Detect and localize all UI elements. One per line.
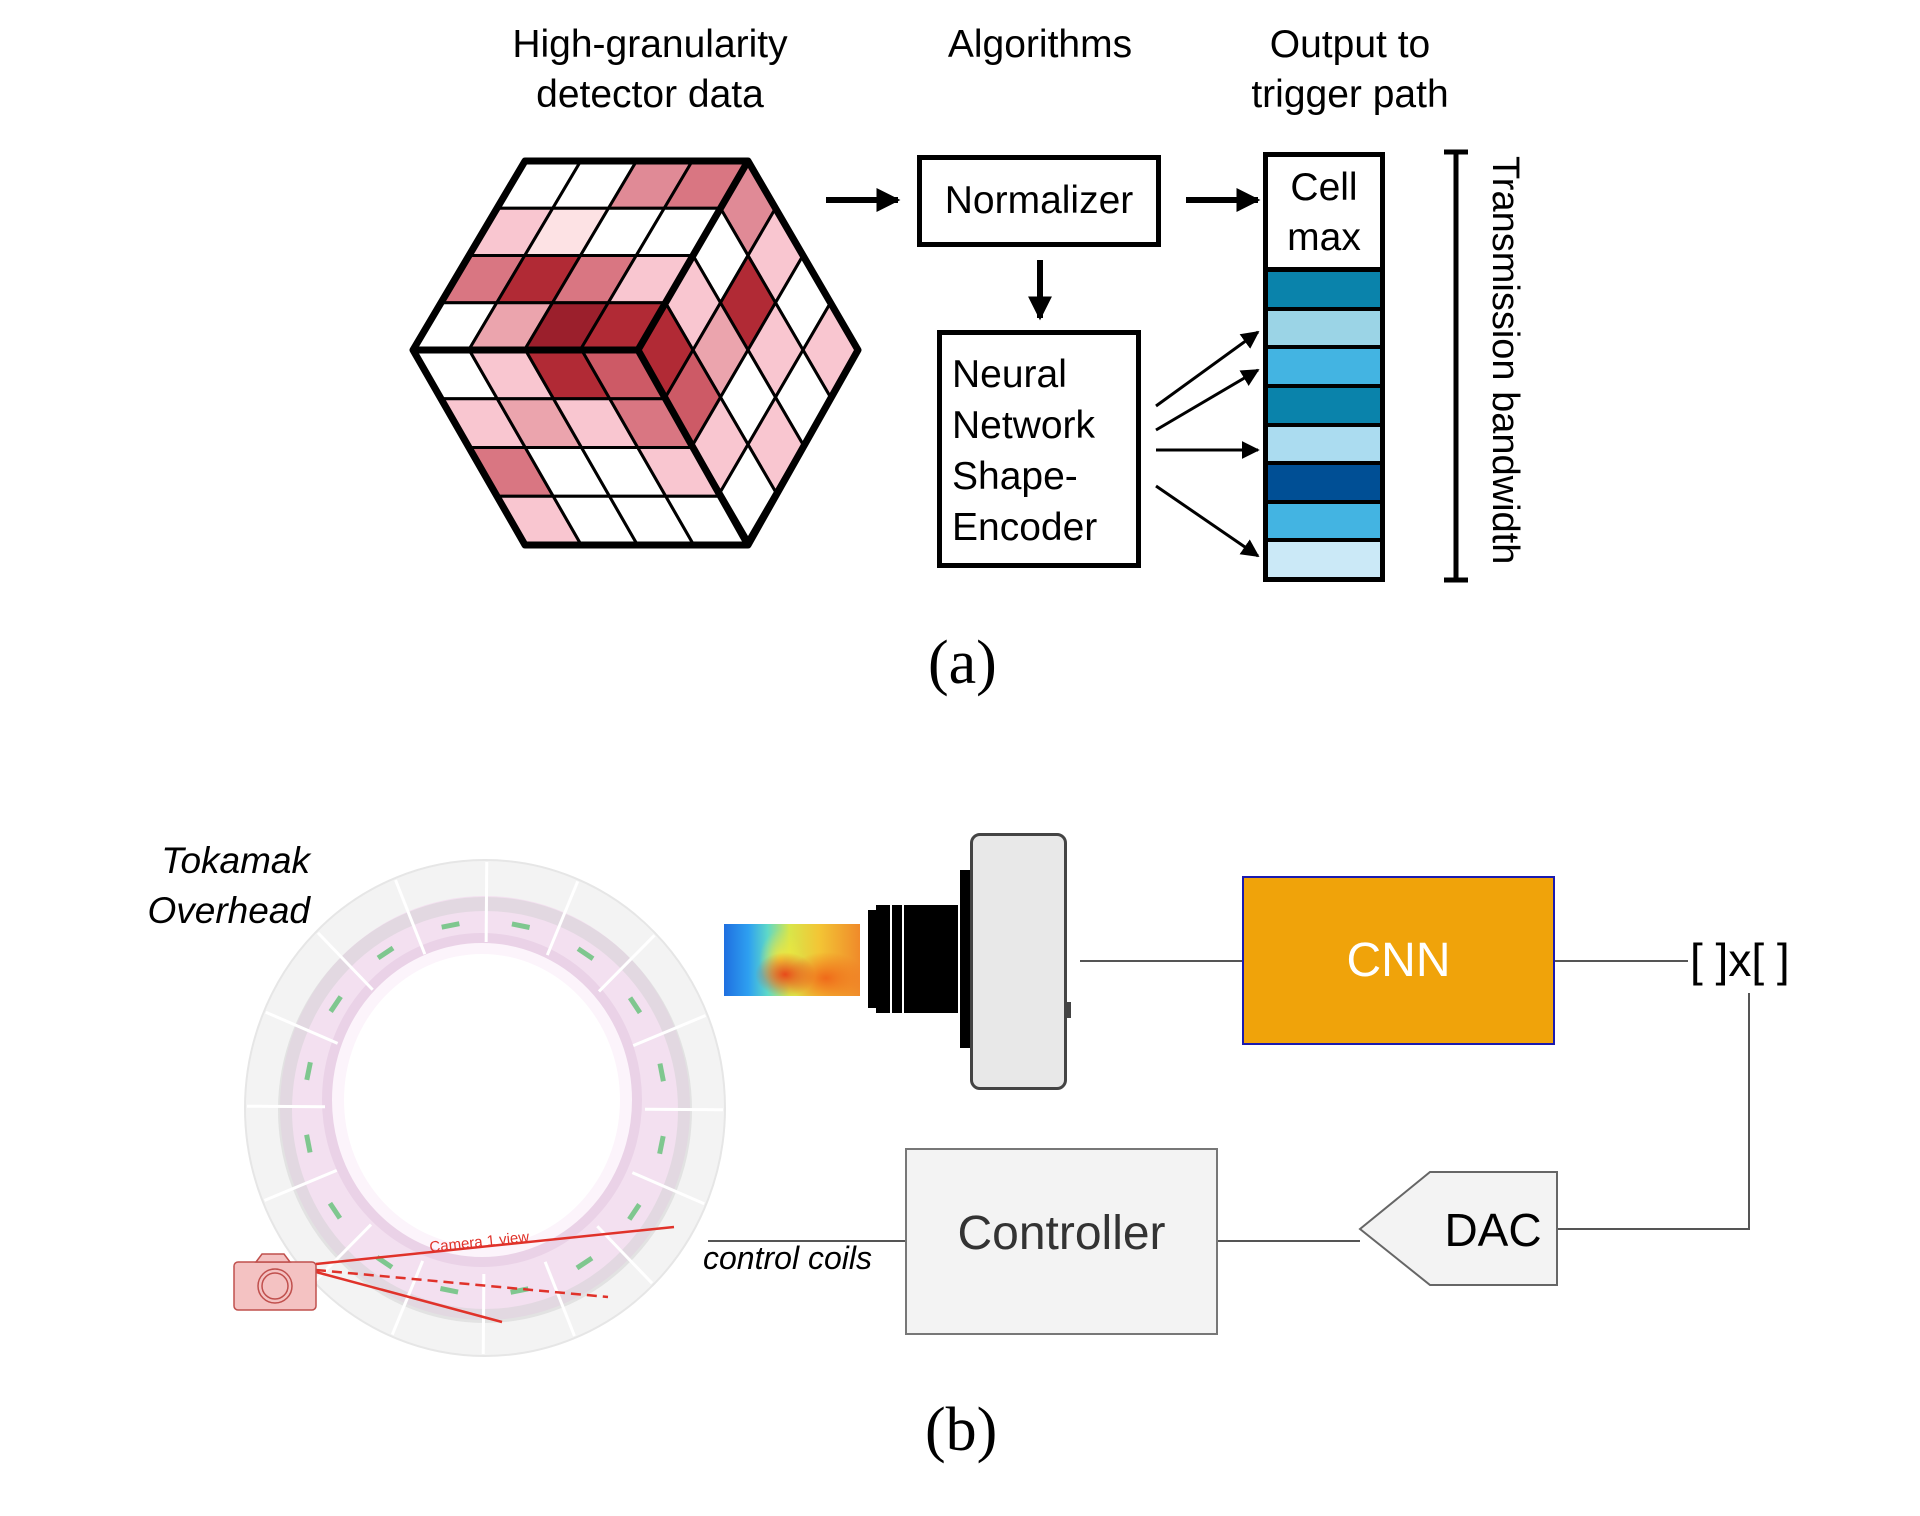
panel-a-arrows <box>826 149 1468 583</box>
encoder-box: Neural Network Shape- Encoder <box>937 330 1141 568</box>
port-mark <box>327 1201 343 1220</box>
header-input-line1: High-granularity <box>512 23 788 66</box>
camera-icon <box>233 1253 317 1311</box>
tokamak-label-line1: Tokamak <box>161 840 310 881</box>
arrow-encoder-out-1 <box>1155 330 1260 408</box>
cube-edge <box>634 159 752 352</box>
control-coils-label: control coils <box>703 1240 872 1276</box>
encoded-cells <box>1268 272 1380 577</box>
port-mark <box>328 995 343 1013</box>
camera-lens <box>868 870 970 1048</box>
sector-divider <box>631 1171 705 1206</box>
port-mark <box>657 1135 666 1155</box>
port-mark <box>627 996 643 1015</box>
encoded-cell <box>1268 465 1380 504</box>
dac-block <box>1358 1171 1558 1286</box>
cube-edge <box>634 348 752 547</box>
camera-view-lines <box>315 1225 675 1324</box>
camera-heatmap-image <box>724 924 860 996</box>
camera-port <box>1066 1002 1071 1018</box>
cell-max-line2: max <box>1287 216 1361 259</box>
sector-divider <box>394 879 427 955</box>
output-column: Cell max <box>1263 152 1385 582</box>
normalizer-box: Normalizer <box>917 155 1161 247</box>
port-mark <box>439 1286 459 1295</box>
header-output-line1: Output to <box>1269 23 1431 66</box>
encoder-line: Network <box>952 404 1096 447</box>
encoded-cell <box>1268 310 1380 350</box>
camera-body <box>970 833 1067 1090</box>
encoded-cell <box>1268 387 1380 427</box>
bandwidth-label: Transmission bandwidth <box>1484 155 1526 565</box>
tokamak-label-line2: Overhead <box>147 890 311 931</box>
port-mark <box>576 946 595 961</box>
cell-max-box: Cell max <box>1268 157 1380 272</box>
controller-block: Controller <box>905 1148 1218 1335</box>
arrow-encoder-out-4 <box>1155 484 1260 558</box>
sector-divider <box>316 931 374 991</box>
sector-divider <box>481 1273 486 1355</box>
encoded-cell <box>1268 272 1380 311</box>
sector-divider <box>632 1014 707 1047</box>
header-output: Output to trigger path <box>1215 20 1485 120</box>
connector-output-to-dac <box>1557 993 1750 1230</box>
cell-max-line1: Cell <box>1290 166 1358 209</box>
encoded-cell <box>1268 503 1380 543</box>
cnn-block: CNN <box>1242 876 1555 1045</box>
encoder-line: Neural <box>952 353 1067 396</box>
tokamak-label: Tokamak Overhead <box>120 836 311 936</box>
encoded-cell <box>1268 542 1380 577</box>
sector-divider <box>246 1104 326 1109</box>
header-algorithms: Algorithms <box>900 20 1180 70</box>
encoded-cell <box>1268 349 1380 388</box>
encoded-cell <box>1268 426 1380 466</box>
header-algorithms-text: Algorithms <box>947 23 1133 66</box>
cube-top-face <box>411 159 750 352</box>
sector-divider <box>265 1010 339 1045</box>
header-output-line2: trigger path <box>1251 73 1449 116</box>
normalizer-label: Normalizer <box>944 179 1134 222</box>
arrow-encoder-out-2 <box>1155 368 1260 432</box>
encoder-line: Encoder <box>952 506 1098 549</box>
port-mark <box>511 921 531 930</box>
port-mark <box>441 921 460 930</box>
port-mark <box>376 945 395 961</box>
port-mark <box>657 1063 666 1082</box>
port-mark <box>304 1061 313 1081</box>
detector-cube <box>409 157 862 549</box>
sector-divider <box>263 1169 338 1202</box>
sector-divider <box>644 1107 724 1112</box>
caption-b: (b) <box>925 1396 998 1464</box>
header-input: High-granularity detector data <box>470 20 830 120</box>
sector-divider <box>596 1225 654 1285</box>
dac-label: DAC <box>1444 1204 1541 1256</box>
port-mark <box>375 1255 394 1270</box>
port-mark <box>627 1203 642 1221</box>
sector-divider <box>543 1261 576 1337</box>
sector-divider <box>545 880 580 956</box>
encoder-line: Shape- <box>952 455 1078 498</box>
sector-divider <box>484 861 489 943</box>
port-mark <box>575 1255 594 1271</box>
header-input-line2: detector data <box>536 73 764 116</box>
port-mark <box>304 1134 313 1153</box>
tokamak-port-marks <box>246 861 724 1355</box>
output-vector-label: [ ]x[ ] <box>1690 934 1790 986</box>
cnn-label: CNN <box>1346 934 1451 987</box>
controller-label: Controller <box>957 1207 1166 1260</box>
caption-a: (a) <box>928 629 997 697</box>
sector-divider <box>597 934 656 993</box>
